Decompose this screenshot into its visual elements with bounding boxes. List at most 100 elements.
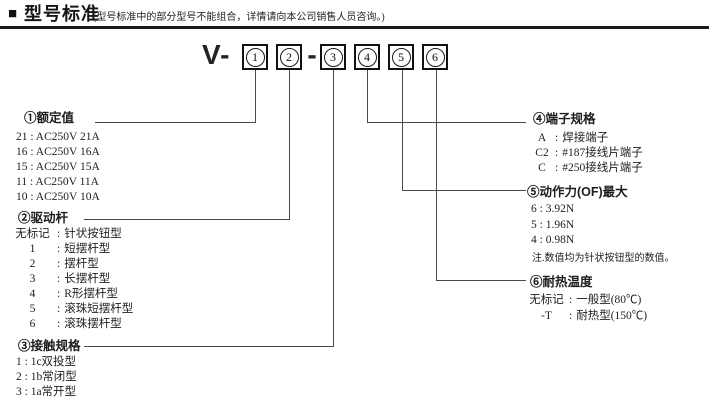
list-item: -T:耐热型(150℃) [528, 308, 647, 324]
model-digit-box-1: 1 [242, 44, 268, 70]
item-label: #250接线片端子 [562, 162, 643, 174]
connector-5-vertical [402, 70, 403, 190]
list-item: 10 : AC250V 10A [16, 190, 100, 205]
list-item: 1 : 1c双投型 [16, 355, 81, 370]
section-items: 1 : 1c双投型 2 : 1b常闭型 3 : 1a常开型 [16, 355, 81, 400]
item-code: -T [541, 310, 552, 322]
item-colon: : [555, 147, 559, 159]
connector-2-horizontal [84, 219, 290, 220]
item-text: 6 : 3.92N [531, 203, 575, 215]
item-code: C [538, 162, 546, 174]
item-code: 无标记 [15, 228, 50, 240]
item-text: 3 : 1a常开型 [16, 386, 77, 398]
item-code: 2 [29, 258, 36, 270]
item-code: 3 [29, 273, 36, 285]
connector-3-horizontal [84, 346, 334, 347]
connector-4-horizontal [367, 122, 526, 123]
circled-digit-2: 2 [279, 47, 299, 67]
list-item: 4:R形摆杆型 [12, 287, 133, 302]
connector-1-vertical [255, 70, 256, 122]
model-prefix: V- [202, 39, 231, 70]
section-heading: ④端子规格 [533, 112, 596, 126]
list-item: 16 : AC250V 16A [16, 145, 100, 160]
model-digit-box-2: 2 [276, 44, 302, 70]
item-colon: : [57, 258, 61, 270]
item-colon: : [57, 318, 61, 330]
section-terminal-spec: ④端子规格 A:焊接端子 C2:#187接线片端子 C:#250接线片端子 [533, 112, 643, 176]
model-digit-box-5: 5 [388, 44, 414, 70]
item-text: 21 : AC250V 21A [16, 131, 100, 143]
item-code: 1 [29, 243, 36, 255]
connector-3-vertical [333, 70, 334, 346]
section-items: 21 : AC250V 21A 16 : AC250V 16A 15 : AC2… [16, 130, 100, 205]
list-item: 1:短摆杆型 [12, 242, 133, 257]
list-item: 3:长摆杆型 [12, 272, 133, 287]
connector-1-horizontal [95, 122, 256, 123]
list-item: 无标记:一般型(80℃) [528, 292, 647, 308]
item-colon: : [57, 228, 61, 240]
section-items: 无标记:一般型(80℃) -T:耐热型(150℃) [528, 292, 647, 324]
section-note: 注.数值均为针状按钮型的数值。 [532, 252, 675, 264]
page-title: 型号标准 [24, 4, 100, 24]
connector-2-vertical [289, 70, 290, 219]
connector-5-horizontal [402, 190, 526, 191]
item-colon: : [569, 310, 573, 322]
list-item: 21 : AC250V 21A [16, 130, 100, 145]
circled-digit-4: 4 [357, 47, 377, 67]
model-digit-box-4: 4 [354, 44, 380, 70]
item-label: 耐热型(150℃) [576, 310, 648, 322]
item-text: 10 : AC250V 10A [16, 191, 100, 203]
section-heading: ⑥耐热温度 [530, 275, 593, 289]
section-heading: ②驱动杆 [18, 211, 69, 225]
item-label: 长摆杆型 [64, 273, 111, 285]
item-code: A [537, 132, 547, 144]
list-item: 2 : 1b常闭型 [16, 370, 81, 385]
section-heading: ①额定值 [24, 111, 75, 125]
list-item: 3 : 1a常开型 [16, 385, 81, 400]
item-text: 15 : AC250V 15A [16, 161, 100, 173]
item-text: 1 : 1c双投型 [16, 356, 77, 368]
circled-digit-3: 3 [323, 47, 343, 67]
list-item: 5 : 1.96N [531, 218, 675, 234]
circled-digit-5: 5 [391, 47, 411, 67]
item-label: 滚珠摆杆型 [64, 318, 122, 330]
item-label: 针状按钮型 [64, 228, 122, 240]
list-item: 5:滚珠短摆杆型 [12, 302, 134, 317]
circled-digit-1: 1 [245, 47, 265, 67]
item-label: 焊接端子 [562, 132, 609, 144]
model-separator: - [307, 39, 317, 70]
item-label: 摆杆型 [64, 258, 99, 270]
list-item: 15 : AC250V 15A [16, 160, 100, 175]
model-digit-box-6: 6 [422, 44, 448, 70]
section-items: A:焊接端子 C2:#187接线片端子 C:#250接线片端子 [533, 131, 643, 176]
item-label: 短摆杆型 [64, 243, 111, 255]
item-colon: : [57, 243, 61, 255]
list-item: 4 : 0.98N [531, 233, 675, 249]
list-item: C:#250接线片端子 [533, 161, 643, 176]
item-label: #187接线片端子 [562, 147, 643, 159]
section-items: 无标记:针状按钮型 1:短摆杆型 2:摆杆型 3:长摆杆型 4:R形摆杆型 5:… [12, 227, 133, 332]
section-items: 6 : 3.92N 5 : 1.96N 4 : 0.98N 注.数值均为针状按钮… [531, 202, 675, 265]
section-heading: ③接触规格 [18, 339, 81, 353]
section-contact-spec: ③接触规格 1 : 1c双投型 2 : 1b常闭型 3 : 1a常开型 [16, 339, 81, 400]
section-operating-force: ⑤动作力(OF)最大 6 : 3.92N 5 : 1.96N 4 : 0.98N… [527, 185, 675, 265]
item-label: R形摆杆型 [64, 288, 118, 300]
list-item: 6:滚珠摆杆型 [12, 317, 133, 332]
section-heat-resistance: ⑥耐热温度 无标记:一般型(80℃) -T:耐热型(150℃) [528, 275, 647, 324]
item-colon: : [555, 132, 559, 144]
item-text: 2 : 1b常闭型 [16, 371, 77, 383]
item-colon: : [57, 288, 61, 300]
item-text: 4 : 0.98N [531, 234, 575, 246]
item-colon: : [57, 273, 61, 285]
page-title-note: (型号标准中的部分型号不能组合，详情请向本公司销售人员咨询。) [93, 12, 385, 23]
list-item: 6 : 3.92N [531, 202, 675, 218]
connector-6-horizontal [436, 280, 526, 281]
section-heading: ⑤动作力(OF)最大 [527, 185, 628, 199]
section-actuator: ②驱动杆 无标记:针状按钮型 1:短摆杆型 2:摆杆型 3:长摆杆型 4:R形摆… [12, 211, 133, 332]
section-bullet-icon: ■ [8, 6, 18, 22]
item-code: C2 [535, 147, 549, 159]
item-code: 6 [29, 318, 36, 330]
circled-digit-6: 6 [425, 47, 445, 67]
item-code: 无标记 [529, 294, 564, 306]
